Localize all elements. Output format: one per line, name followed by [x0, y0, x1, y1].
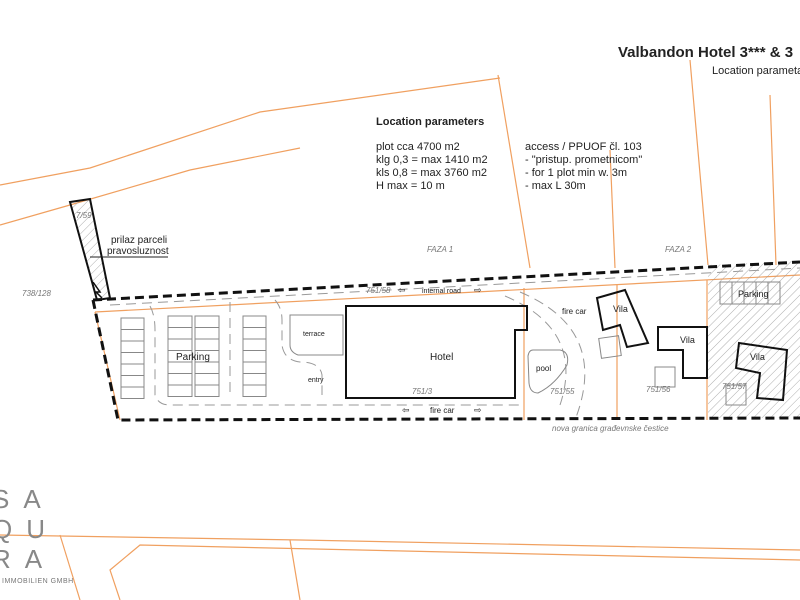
villa-1[interactable] [595, 288, 650, 349]
parking-stall [167, 361, 193, 374]
parking-stall [242, 384, 267, 397]
arrow-right-icon: ⇨ [474, 285, 482, 295]
arrow-left-icon: ⇦ [398, 285, 406, 295]
parcel-number: 751/3 [412, 387, 433, 396]
parking-stall [242, 338, 267, 351]
phase-label: FAZA 2 [665, 245, 692, 254]
villa-3[interactable] [734, 341, 789, 402]
parking-stall [194, 315, 220, 328]
svg-text:SA: SA [0, 484, 55, 514]
parcel-number: 751/56 [646, 385, 671, 394]
parcel-number: 738/128 [22, 289, 51, 298]
parking-stall [120, 363, 145, 376]
access-label: prilaz parceli [111, 235, 167, 246]
access-line: - max L 30m [525, 180, 586, 192]
fire-lane-label: fire car [562, 307, 587, 316]
svg-text:QU: QU [0, 514, 59, 544]
villa-label: Vila [750, 352, 765, 362]
parcel-number: 751/57 [722, 382, 747, 391]
plot-boundary [91, 299, 800, 422]
parking-stalls-right [719, 281, 781, 305]
parking-label: Parking [176, 352, 210, 363]
parcel-number: 7/59 [76, 211, 92, 220]
access-label: pravosluznost [107, 246, 169, 257]
parking-stall [120, 352, 145, 365]
params-heading: Location parameters [376, 116, 484, 128]
param-line: H max = 10 m [376, 180, 445, 192]
parking-stall [167, 315, 193, 328]
parking-stall [120, 340, 145, 353]
parking-stall [167, 384, 193, 397]
parcel-number: 751/58 [366, 286, 391, 295]
parking-label: Parking [738, 289, 769, 299]
boundary-note: nova granica građevnske čestice [552, 424, 669, 433]
villa-label: Vila [680, 335, 695, 345]
hotel-building[interactable] [345, 305, 528, 399]
fire-lane-label: fire car [430, 406, 455, 415]
arrow-right-icon: ⇨ [474, 405, 482, 415]
terrace-area [289, 314, 344, 356]
parking-stall [194, 384, 220, 397]
arrow-icon [92, 281, 103, 299]
cadastral-lines [0, 59, 800, 600]
phase-label: FAZA 1 [427, 245, 453, 254]
phase2-hatched-area [708, 261, 800, 418]
param-line: kls 0,8 = max 3760 m2 [376, 167, 487, 179]
company-logo: SA QU RA IMMOBILIEN GMBH [0, 484, 74, 585]
parking-stall [120, 329, 145, 342]
parking-stall [120, 375, 145, 388]
villa-2[interactable] [657, 326, 708, 379]
villa-label: Vila [613, 304, 628, 314]
parking-stall [242, 315, 267, 328]
parking-stall [167, 373, 193, 386]
parking-stall [120, 317, 145, 330]
terrace-label: terrace [303, 331, 325, 338]
arrow-left-icon: ⇦ [402, 405, 410, 415]
svg-text:RA: RA [0, 544, 56, 574]
parking-stalls [120, 315, 267, 399]
page-title: Valbandon Hotel 3*** & 3 [618, 44, 793, 61]
parking-stall [242, 327, 267, 340]
entry-label: entry [308, 377, 324, 384]
param-line: plot cca 4700 m2 [376, 141, 460, 153]
parking-stall [242, 361, 267, 374]
parking-stall [194, 327, 220, 340]
access-line: access / PPUOF čl. 103 [525, 141, 642, 153]
pool-label: pool [536, 364, 551, 373]
hotel-label: Hotel [430, 352, 453, 363]
page-subtitle: Location parametars [712, 65, 800, 77]
parking-stall [167, 327, 193, 340]
plot-boundary-top [92, 260, 800, 302]
parking-stall [194, 338, 220, 351]
parking-stall [120, 386, 145, 399]
logo-tagline: IMMOBILIEN GMBH [2, 578, 74, 585]
parking-stall [242, 350, 267, 363]
road-label: internal road [422, 288, 461, 295]
parcel-number: 751/55 [550, 387, 575, 396]
parking-stall [167, 338, 193, 351]
pool-shape [527, 349, 569, 394]
access-line: - "pristup. prometnicom" [525, 154, 642, 166]
parking-stall [194, 361, 220, 374]
access-line: - for 1 plot min w. 3m [525, 167, 627, 179]
parking-stall [242, 373, 267, 386]
param-line: klg 0,3 = max 1410 m2 [376, 154, 488, 166]
parking-stall [194, 373, 220, 386]
